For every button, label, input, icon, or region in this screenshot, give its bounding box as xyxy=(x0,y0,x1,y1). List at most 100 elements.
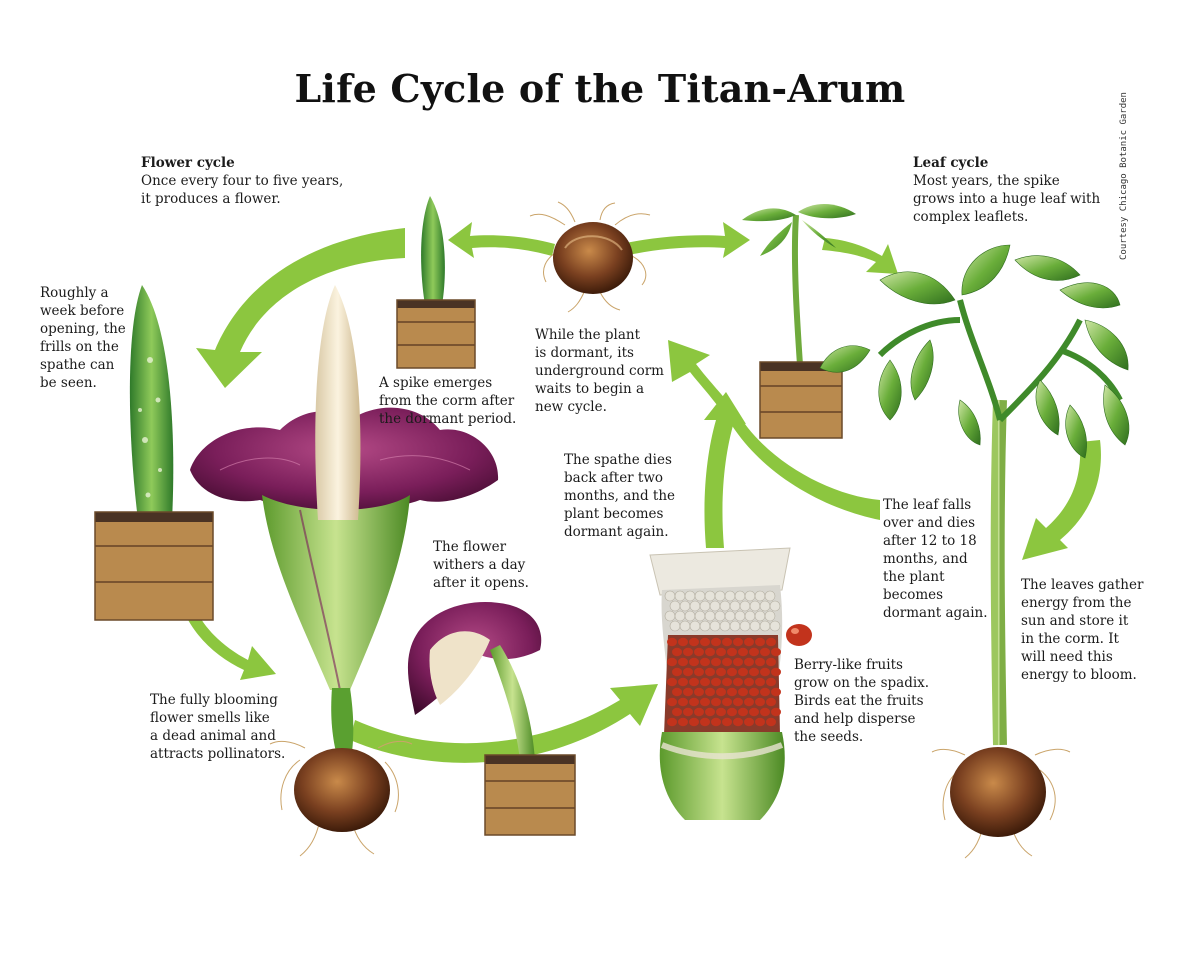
flower-cycle-heading: Flower cycle xyxy=(141,155,235,171)
berry xyxy=(738,687,748,697)
text-line: sun and store it xyxy=(1021,613,1129,629)
seed-pearl xyxy=(729,620,741,632)
cycle-arrow-icon xyxy=(1022,440,1101,560)
wooden-crate-icon xyxy=(396,299,476,369)
berry xyxy=(683,687,693,697)
seed-pearl xyxy=(664,610,676,622)
text-line: grows into a huge leaf with xyxy=(913,191,1101,207)
seed-pearl xyxy=(724,610,736,622)
berry xyxy=(733,717,743,727)
berry xyxy=(716,687,726,697)
text-line: The leaf falls xyxy=(883,497,972,513)
text-line: be seen. xyxy=(40,375,97,391)
berry xyxy=(705,647,715,657)
berry xyxy=(711,637,721,647)
berry xyxy=(672,647,682,657)
text-line: week before xyxy=(40,303,125,319)
text-line: withers a day xyxy=(433,557,526,573)
berry xyxy=(672,707,682,717)
berry xyxy=(667,697,677,707)
berry xyxy=(694,687,704,697)
berry xyxy=(722,717,732,727)
seed-pearl xyxy=(704,590,716,602)
seed-pearl xyxy=(664,590,676,602)
text-line: The fully blooming xyxy=(150,692,278,708)
berry xyxy=(755,657,765,667)
corm-with-roots-icon xyxy=(553,222,633,294)
text-line: Roughly a xyxy=(40,285,109,301)
bud-crate xyxy=(94,285,214,621)
berry xyxy=(749,647,759,657)
seed-pearl xyxy=(679,620,691,632)
seed-pearl xyxy=(744,590,756,602)
berry xyxy=(722,637,732,647)
berry xyxy=(700,697,710,707)
text-line: becomes xyxy=(883,587,944,603)
text-line: A spike emerges xyxy=(379,375,493,391)
berry xyxy=(738,667,748,677)
seed-pearl xyxy=(714,610,726,622)
wooden-crate-icon xyxy=(484,754,576,836)
text-line: The spathe dies xyxy=(564,452,672,468)
corm-roots xyxy=(269,740,413,857)
berry xyxy=(766,717,776,727)
berry xyxy=(716,707,726,717)
text-line: the seeds. xyxy=(794,729,864,745)
berry xyxy=(727,707,737,717)
text-line: opening, the xyxy=(40,321,126,337)
seed-pearl xyxy=(719,620,731,632)
wooden-crate-icon xyxy=(94,511,214,621)
seed-pearl xyxy=(744,610,756,622)
berry xyxy=(689,677,699,687)
seed-pearl xyxy=(749,620,761,632)
withered-flower-crate xyxy=(407,602,576,836)
seed-pearl xyxy=(714,590,726,602)
cycle-arrows xyxy=(184,222,1101,763)
corm-with-roots-icon xyxy=(950,747,1046,837)
berry xyxy=(667,657,677,667)
seed-pearl xyxy=(769,620,781,632)
berry xyxy=(700,657,710,667)
berry xyxy=(749,707,759,717)
seed-pearl xyxy=(719,600,731,612)
text-line: will need this xyxy=(1021,649,1113,665)
berry xyxy=(733,637,743,647)
text-line: after 12 to 18 xyxy=(883,533,977,549)
berry xyxy=(672,667,682,677)
berry xyxy=(744,717,754,727)
seed-pearl xyxy=(749,600,761,612)
text-line: a dead animal and xyxy=(150,728,276,744)
titan-flower-icon xyxy=(190,285,499,857)
seed-pearl xyxy=(734,610,746,622)
cycle-arrow-icon xyxy=(448,222,555,258)
berry xyxy=(722,657,732,667)
text-line: from the corm after xyxy=(379,393,515,409)
berry xyxy=(749,687,759,697)
berry xyxy=(744,657,754,667)
berry xyxy=(678,677,688,687)
page-title: Life Cycle of the Titan-Arum xyxy=(294,66,906,111)
berry xyxy=(722,697,732,707)
seed-pearl xyxy=(684,590,696,602)
berry xyxy=(694,707,704,717)
text-line: frills on the xyxy=(40,339,119,355)
text-line: flower smells like xyxy=(150,710,270,726)
text-line: dormant again. xyxy=(564,524,669,540)
seed-pearl xyxy=(689,600,701,612)
berry xyxy=(766,657,776,667)
berry-fruit xyxy=(786,624,812,646)
berry xyxy=(667,637,677,647)
fully-blooming-label: The fully blooming flower smells like a de… xyxy=(150,691,285,763)
berry xyxy=(683,647,693,657)
berry xyxy=(771,667,781,677)
berry xyxy=(694,647,704,657)
cycle-arrow-icon xyxy=(196,228,405,388)
